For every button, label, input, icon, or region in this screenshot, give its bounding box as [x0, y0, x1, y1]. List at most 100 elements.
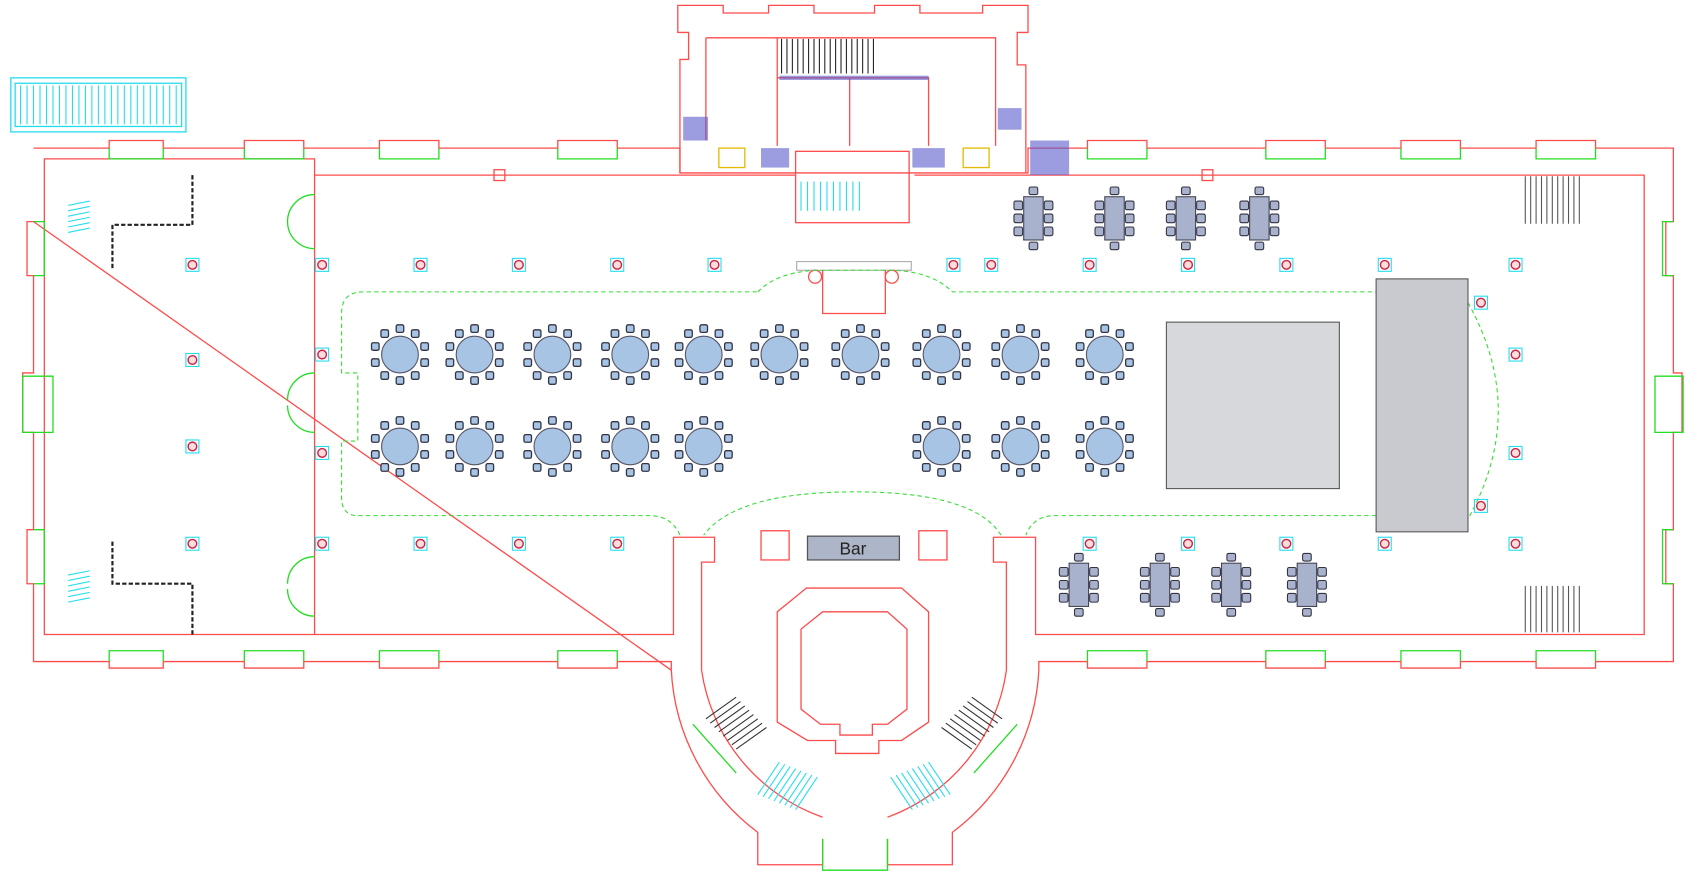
chair [454, 371, 464, 380]
chair [699, 467, 709, 477]
chair [1073, 552, 1084, 562]
bar-counter[interactable]: Bar [806, 535, 901, 561]
chair [1317, 566, 1327, 577]
table-top [1085, 427, 1124, 466]
chair [572, 342, 582, 351]
chair [1016, 376, 1025, 385]
chair [610, 329, 620, 339]
window [1265, 148, 1326, 160]
round-table [912, 324, 971, 385]
chair [470, 467, 479, 477]
table-top [1149, 562, 1171, 607]
rect-tables [1013, 186, 1327, 617]
chair [1000, 329, 1010, 339]
chair [395, 467, 405, 477]
chair [961, 342, 971, 351]
window [1661, 529, 1674, 585]
chair [1269, 226, 1280, 237]
chair [790, 329, 800, 339]
rect-table [1286, 552, 1327, 617]
stair-step [68, 227, 90, 233]
table-top [533, 427, 572, 466]
chair [1115, 463, 1125, 472]
chair [1239, 226, 1250, 237]
chair [470, 416, 479, 425]
chair [1000, 421, 1010, 430]
chair [1226, 552, 1237, 562]
chair [723, 342, 733, 351]
chair [380, 463, 390, 472]
stair-step [971, 696, 1003, 720]
window [1086, 148, 1148, 160]
chair [1241, 579, 1252, 590]
chair [1170, 566, 1180, 577]
pillar [1473, 498, 1488, 513]
chair [1100, 416, 1110, 425]
round-table [445, 416, 504, 477]
stair-step [901, 772, 924, 806]
chair [750, 358, 760, 368]
chair [1075, 342, 1085, 351]
chair [610, 463, 620, 472]
chair [1155, 608, 1165, 617]
chair [1241, 592, 1252, 603]
chair [523, 342, 533, 351]
chair [1239, 200, 1250, 211]
chair [1170, 579, 1180, 590]
chair [395, 376, 405, 385]
chair [1155, 552, 1165, 562]
stair-step [778, 770, 802, 804]
door [1654, 375, 1684, 434]
chair [723, 450, 733, 459]
stair-step [718, 709, 750, 733]
pillar [185, 439, 200, 454]
round-table [601, 324, 660, 385]
stair-step [958, 709, 990, 733]
chair [1043, 200, 1054, 211]
chair [601, 342, 610, 351]
pillar [1508, 257, 1523, 272]
table-top [1085, 335, 1124, 374]
chair [1094, 213, 1105, 224]
stair-step [68, 586, 90, 592]
chair [547, 467, 557, 477]
chair [380, 371, 390, 380]
chair [871, 329, 881, 339]
chair [991, 450, 1001, 459]
pillar [1082, 536, 1097, 551]
pillar [315, 445, 330, 460]
chair [650, 433, 660, 443]
round-table [674, 324, 733, 385]
stair-step [895, 774, 919, 808]
chair [1013, 226, 1024, 237]
pillar [315, 257, 330, 272]
chair [641, 463, 650, 472]
chair [494, 342, 504, 351]
pillar [1508, 347, 1523, 362]
chair [1165, 226, 1176, 237]
chair [1139, 579, 1150, 590]
chair [563, 421, 573, 430]
pillar [1082, 257, 1097, 272]
chair [532, 421, 542, 430]
chair [856, 376, 865, 385]
stair-step [68, 597, 90, 603]
pillar [1473, 295, 1488, 310]
stair-step [762, 763, 786, 797]
pillar [1508, 536, 1523, 551]
rect-table [1239, 186, 1280, 251]
table-top [684, 335, 723, 374]
chair [1286, 579, 1297, 590]
chair [991, 342, 1001, 351]
table-top [1175, 196, 1197, 241]
pillar [413, 536, 428, 551]
chair [547, 416, 557, 425]
chair [714, 463, 724, 472]
chair [1058, 566, 1069, 577]
chair [880, 342, 890, 351]
pillar [946, 257, 961, 272]
pillar [610, 536, 625, 551]
chair [912, 433, 922, 443]
stage-platform [1165, 321, 1340, 490]
stair-step [714, 705, 746, 728]
